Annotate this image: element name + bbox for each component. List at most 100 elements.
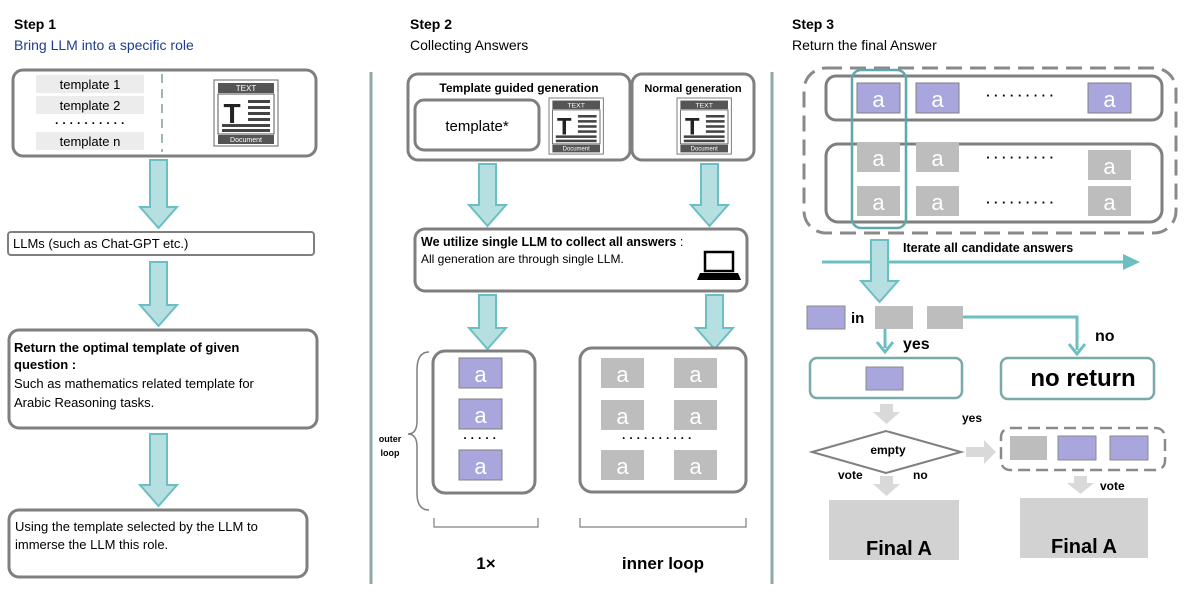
yes-label: yes xyxy=(903,336,930,353)
answer-label: a xyxy=(474,403,487,428)
single-llm-box xyxy=(413,227,749,293)
llms-box xyxy=(7,231,315,256)
single-llm-heading: We utilize single LLM to collect all ans… xyxy=(421,235,683,249)
document-icon-normal-letter: T xyxy=(685,114,700,141)
answer-box-grey xyxy=(674,358,717,388)
single-llm-bold: We utilize single LLM to collect all ans… xyxy=(421,235,676,249)
answer-box-grey xyxy=(601,450,644,480)
down-arrow-1 xyxy=(137,159,180,230)
step3-candidate-grid: a a · · · · · · · · · a a a · · · · · · … xyxy=(856,82,1132,216)
outer-loop-brace xyxy=(407,351,430,511)
row-dots: · · · · · · · · · xyxy=(986,88,1054,103)
iterate-arrowhead xyxy=(1123,254,1140,270)
answer-label: a xyxy=(872,87,885,112)
document-icon-guided-top: TEXT xyxy=(568,102,585,109)
optimal-heading-2: question : xyxy=(14,357,76,372)
llms-label: LLMs (such as Chat-GPT etc.) xyxy=(13,236,188,251)
no-arrow-line xyxy=(963,315,1079,350)
fallback-purple-box xyxy=(1109,435,1149,461)
step3-title: Step 3 xyxy=(792,16,834,32)
in-label: in xyxy=(851,310,864,327)
grey-right-arrow xyxy=(966,440,996,464)
template-n: template n xyxy=(60,134,121,149)
answer-box xyxy=(458,449,503,481)
template-dots: · · · · · · · · · · xyxy=(55,116,125,130)
iterate-label: Iterate all candidate answers xyxy=(903,241,1073,255)
empty-decision-diamond xyxy=(808,429,965,475)
inner-loop-rows xyxy=(824,142,1164,224)
optimal-template-box xyxy=(7,328,319,430)
answer-box xyxy=(915,82,960,114)
answer-box-grey xyxy=(674,450,717,480)
answer-label: a xyxy=(474,454,487,479)
vote-label-left: vote xyxy=(838,468,863,482)
laptop-icon xyxy=(697,250,741,280)
empty-label: empty xyxy=(870,443,906,457)
document-icon-normal-bottom: Document xyxy=(691,147,718,153)
no-small-label: no xyxy=(913,468,928,482)
answer-label: a xyxy=(1103,154,1116,179)
immerse-2: immerse the LLM this role. xyxy=(15,537,168,552)
step2-subtitle: Collecting Answers xyxy=(410,37,528,53)
step1-arrows xyxy=(137,159,180,508)
answer-label: a xyxy=(1103,190,1116,215)
fallback-grey-box xyxy=(1010,436,1047,460)
document-icon-top: TEXT xyxy=(236,84,257,93)
optimal-body-1: Such as mathematics related template for xyxy=(14,376,255,391)
down-arrow-column xyxy=(858,239,901,304)
answer-label: a xyxy=(931,190,944,215)
answer-box-grey xyxy=(916,186,959,216)
document-icon: TEXT T Document xyxy=(213,79,279,147)
down-arrow-1x xyxy=(466,294,509,351)
answer-label: a xyxy=(689,454,702,479)
template-n-bg xyxy=(36,132,144,150)
answer-label: a xyxy=(616,454,629,479)
step2-arrows-bottom xyxy=(466,294,736,351)
label-1x: 1× xyxy=(476,554,495,573)
answer-box xyxy=(458,398,503,430)
answer-label: a xyxy=(931,146,944,171)
candidate-purple-box xyxy=(806,305,846,330)
no-return-label: no return xyxy=(1030,365,1135,392)
single-llm-body: All generation are through single LLM. xyxy=(421,252,624,266)
document-icon-guided: TEXT T Document xyxy=(548,97,604,155)
candidate-grey-box xyxy=(875,306,913,329)
optimal-body-2: Arabic Reasoning tasks. xyxy=(14,395,154,410)
normal-generation-label: Normal generation xyxy=(644,83,741,95)
step1-title: Step 1 xyxy=(14,16,56,32)
template-2-bg xyxy=(36,96,144,114)
template-1-bg xyxy=(36,75,144,93)
template-guided-label: Template guided generation xyxy=(439,81,598,95)
template-1: template 1 xyxy=(60,77,121,92)
answer-label: a xyxy=(616,362,629,387)
answer-label: a xyxy=(689,404,702,429)
template-star-box xyxy=(413,98,541,152)
step2-title: Step 2 xyxy=(410,16,452,32)
template-2: template 2 xyxy=(60,98,121,113)
final-answer-left: Final A xyxy=(866,538,932,560)
fallback-purple-box xyxy=(1057,435,1097,461)
answer-box-grey xyxy=(601,358,644,388)
candidate-grey-box xyxy=(927,306,963,329)
answer-box xyxy=(458,357,503,389)
yes-arrowhead xyxy=(875,341,895,355)
first-pass-row xyxy=(824,74,1164,122)
outer-label-1: outer xyxy=(379,434,402,444)
inner-loop-answers: a a a a · · · · · · · · · · a a xyxy=(601,358,717,480)
document-icon-guided-bottom: Document xyxy=(563,147,590,153)
grey-down-arrow-3 xyxy=(1067,476,1094,494)
document-icon-bottom: Document xyxy=(230,137,262,144)
no-return-box xyxy=(999,356,1156,401)
answer-box-grey xyxy=(1088,150,1131,180)
yes-result-answer xyxy=(865,366,904,391)
label-inner-loop: inner loop xyxy=(622,554,704,573)
step2-arrows-top xyxy=(466,163,731,228)
row-dots: · · · · · · · · · xyxy=(986,150,1054,165)
answer-label: a xyxy=(689,362,702,387)
column-selector xyxy=(850,68,908,230)
document-icon-normal: TEXT T Document xyxy=(676,97,732,155)
final-answer-right: Final A xyxy=(1051,536,1117,558)
down-arrow-normal xyxy=(688,163,731,228)
answer-box-grey xyxy=(1088,186,1131,216)
